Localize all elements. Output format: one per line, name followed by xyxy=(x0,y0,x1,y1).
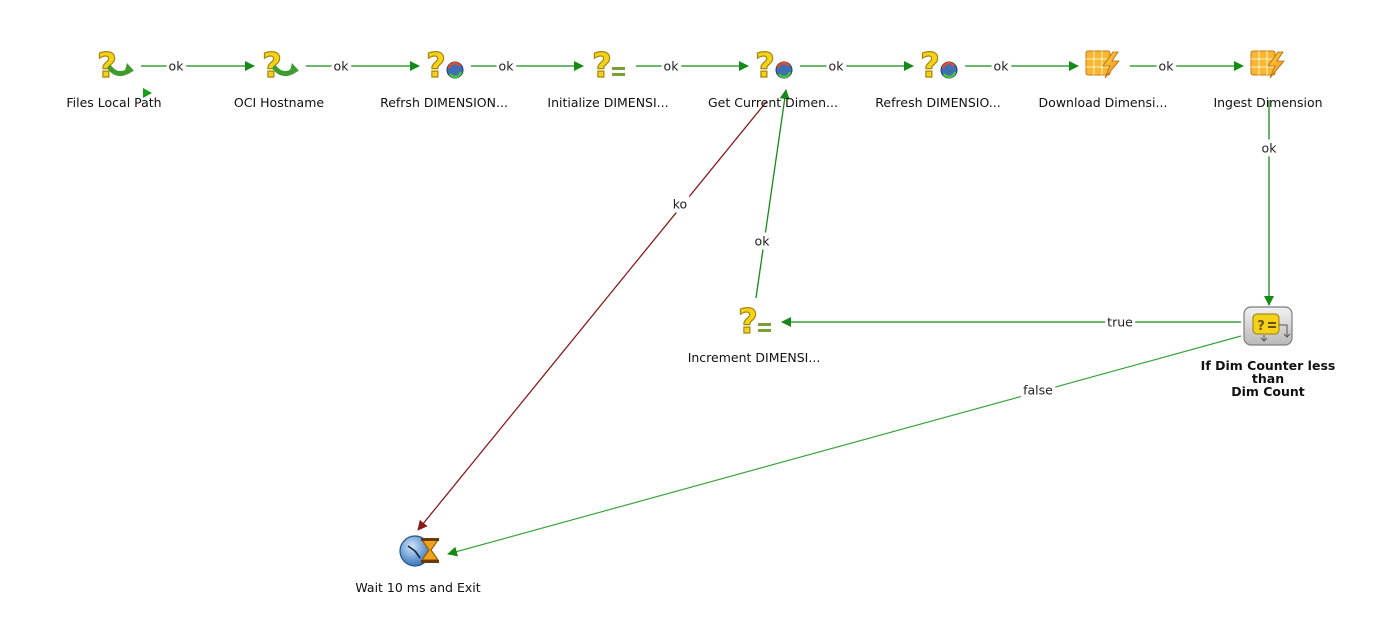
node-label: Refrsh DIMENSION... xyxy=(380,95,508,110)
node-refresh-dimension-2[interactable]: ? Refresh DIMENSIO... xyxy=(875,45,1000,110)
question-mark-glyph: ? xyxy=(97,46,117,86)
edge-label-bg xyxy=(331,57,352,75)
node-label: Wait 10 ms and Exit xyxy=(355,580,480,595)
node-get-current-dimension[interactable]: ? Get Current Dimen... xyxy=(708,45,838,110)
edge-label-bg xyxy=(670,195,690,213)
node-files-local-path[interactable]: ? Files Local Path xyxy=(66,45,161,110)
variable-refresh-icon: ? xyxy=(755,45,793,87)
edge-label-bg xyxy=(1105,313,1136,331)
edge-get-current-dimension-to-wait-and-exit[interactable] xyxy=(417,100,768,531)
question-mark-glyph: ? xyxy=(426,46,446,86)
edge-increment-dimension-to-get-current-dimension[interactable] xyxy=(755,89,790,299)
procedure-lightning-icon xyxy=(1250,50,1285,79)
edge-label-text: ok xyxy=(1262,141,1278,156)
variable-refresh-icon: ? xyxy=(920,45,958,87)
question-mark-glyph: ? xyxy=(262,46,282,86)
procedure-lightning-icon xyxy=(1085,50,1120,79)
node-refresh-dimension-1[interactable]: ? Refrsh DIMENSION... xyxy=(380,45,508,110)
edge-label: ok xyxy=(331,57,352,75)
edge-label-bg xyxy=(826,57,847,75)
node-label: Initialize DIMENSI... xyxy=(547,95,668,110)
edge-label-text: ok xyxy=(334,59,350,74)
edge-label: ok xyxy=(752,232,773,250)
variable-set-icon: ? xyxy=(592,45,625,87)
edge-label-bg xyxy=(1259,139,1280,157)
edge-label-text: ok xyxy=(664,59,680,74)
wait-clock-icon xyxy=(399,535,440,567)
edge-label: ok xyxy=(826,57,847,75)
node-label: Increment DIMENSI... xyxy=(688,350,821,365)
edge-label: ok xyxy=(166,57,187,75)
condition-evaluate-icon: ? xyxy=(1243,306,1293,346)
variable-set-icon: ? xyxy=(738,301,771,343)
node-download-dimension[interactable]: Download Dimensi... xyxy=(1039,50,1168,110)
node-label-line: than xyxy=(1252,371,1284,386)
node-label-line: Dim Count xyxy=(1231,384,1305,399)
question-mark-glyph: ? xyxy=(738,302,758,342)
edge-label-text: ok xyxy=(499,59,515,74)
question-mark-glyph: ? xyxy=(755,46,775,86)
node-label: Get Current Dimen... xyxy=(708,95,838,110)
edge-label-text: true xyxy=(1107,315,1133,330)
edge-label-bg xyxy=(991,57,1012,75)
edge-label: false xyxy=(1021,381,1056,399)
edge-label-text: ko xyxy=(673,197,687,212)
variable-loop-icon: ? xyxy=(262,45,299,87)
node-ingest-dimension[interactable]: Ingest Dimension xyxy=(1213,50,1323,110)
edge-label-text: ok xyxy=(1159,59,1175,74)
edge-label: true xyxy=(1105,313,1136,331)
node-label: Files Local Path xyxy=(66,95,161,110)
svg-text:?: ? xyxy=(1257,319,1265,334)
edge-label: ok xyxy=(661,57,682,75)
start-marker-icon xyxy=(143,88,152,98)
edge-label-text: false xyxy=(1023,383,1053,398)
edge-label-text: ok xyxy=(169,59,185,74)
node-label-line: If Dim Counter less xyxy=(1201,358,1336,373)
edge-label-bg xyxy=(496,57,517,75)
question-mark-glyph: ? xyxy=(920,46,940,86)
edge-label-text: ok xyxy=(829,59,845,74)
edge-label-bg xyxy=(1021,381,1056,399)
edge-label: ok xyxy=(1156,57,1177,75)
edge-labels-layer: ok ok ok ok ok ok ok ok true ok ko false xyxy=(166,57,1280,399)
node-label: Ingest Dimension xyxy=(1213,95,1322,110)
edge-label-bg xyxy=(752,232,773,250)
node-oci-hostname[interactable]: ? OCI Hostname xyxy=(234,45,324,110)
edges-layer xyxy=(141,61,1274,557)
node-initialize-dimension[interactable]: ? Initialize DIMENSI... xyxy=(547,45,668,110)
edge-label-bg xyxy=(1156,57,1177,75)
edge-label: ko xyxy=(670,195,690,213)
edge-label-bg xyxy=(166,57,187,75)
nodes-layer: ? Files Local Path? OCI Hostname? Refrsh DI… xyxy=(66,45,1336,595)
edge-if-dim-counter-to-wait-and-exit[interactable] xyxy=(447,335,1242,557)
question-mark-glyph: ? xyxy=(592,46,612,86)
edge-label: ok xyxy=(991,57,1012,75)
edge-label: ok xyxy=(1259,139,1280,157)
node-label: Download Dimensi... xyxy=(1039,95,1168,110)
node-label: OCI Hostname xyxy=(234,95,324,110)
node-increment-dimension[interactable]: ? Increment DIMENSI... xyxy=(688,301,821,365)
variable-refresh-icon: ? xyxy=(426,45,464,87)
variable-loop-icon: ? xyxy=(97,45,134,87)
node-wait-and-exit[interactable]: Wait 10 ms and Exit xyxy=(355,535,481,595)
edge-label: ok xyxy=(496,57,517,75)
node-label: Refresh DIMENSIO... xyxy=(875,95,1000,110)
edge-label-text: ok xyxy=(755,234,771,249)
edge-label-bg xyxy=(661,57,682,75)
edge-label-text: ok xyxy=(994,59,1010,74)
